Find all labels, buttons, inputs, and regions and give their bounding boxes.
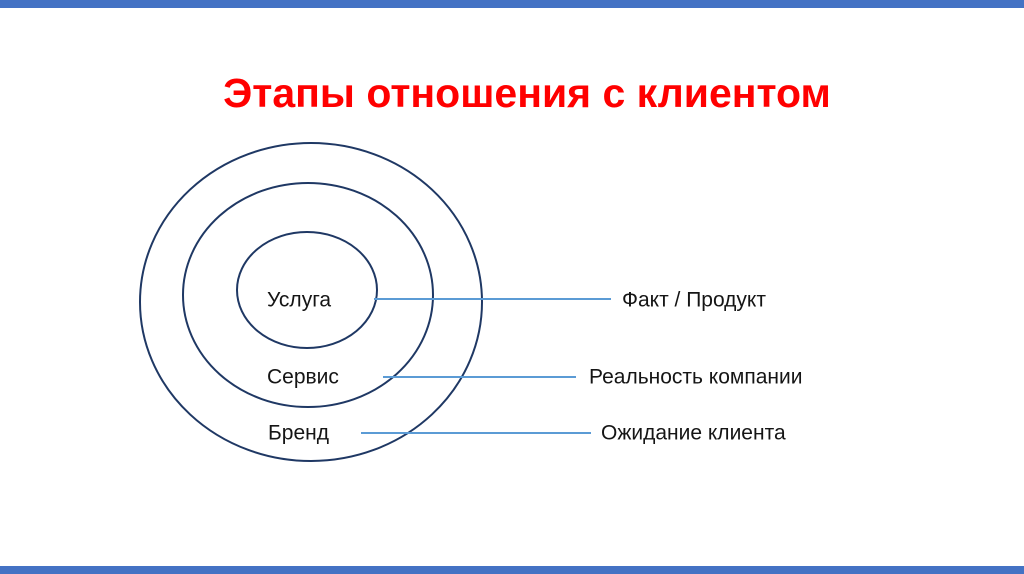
ring-label-servis: Сервис (267, 365, 339, 389)
ring-label-usluga: Услуга (267, 288, 332, 312)
middle-ring-service (182, 182, 434, 408)
bottom-accent-bar (0, 566, 1024, 574)
callout-company-reality: Реальность компании (589, 365, 803, 389)
inner-ring-product (236, 231, 378, 349)
outer-ring-brand (139, 142, 483, 462)
ring-label-brend: Бренд (268, 421, 329, 445)
callout-client-expectation: Ожидание клиента (601, 421, 786, 445)
slide-title: Этапы отношения с клиентом (223, 70, 831, 116)
callout-fact-product: Факт / Продукт (622, 288, 766, 312)
top-accent-bar (0, 0, 1024, 8)
